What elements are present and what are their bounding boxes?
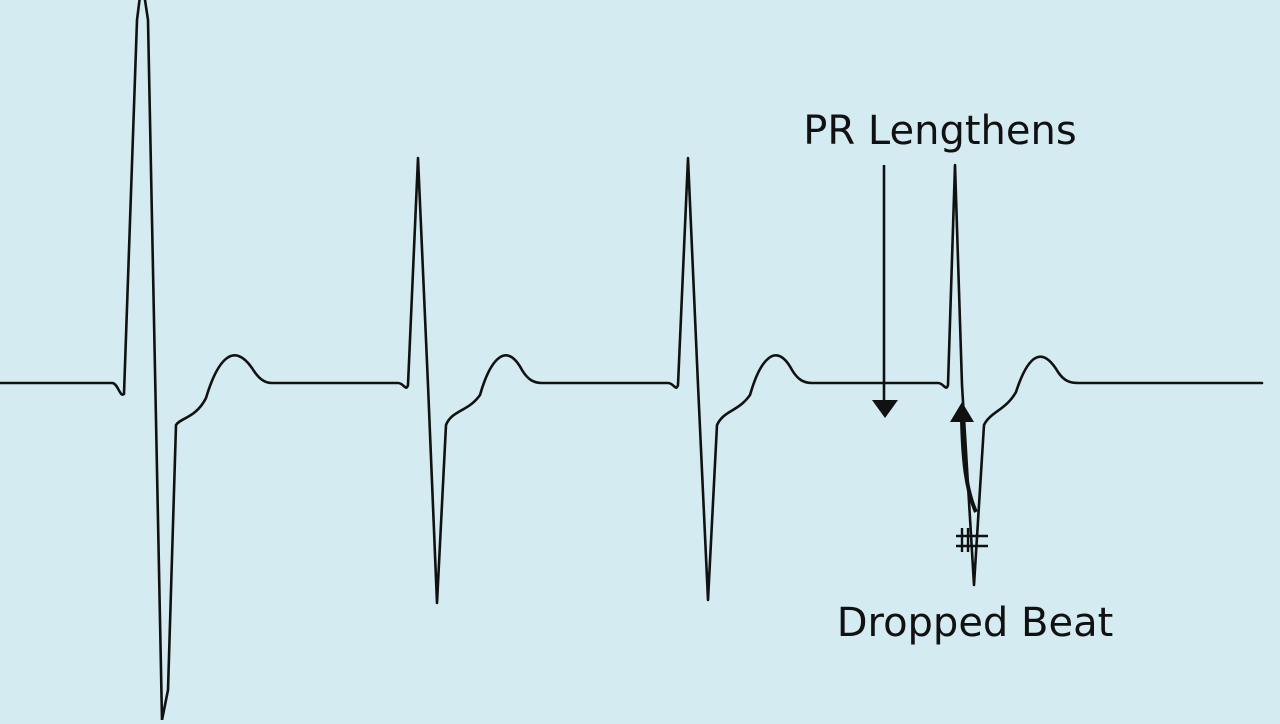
label-pr-lengthens: PR Lengthens [803,108,1076,154]
label-dropped-beat: Dropped Beat [837,600,1114,646]
arrow-down-icon [872,400,898,418]
double-bar-icon [956,528,988,552]
dropped-marker-line [960,419,978,513]
arrow-up-icon [950,402,974,422]
